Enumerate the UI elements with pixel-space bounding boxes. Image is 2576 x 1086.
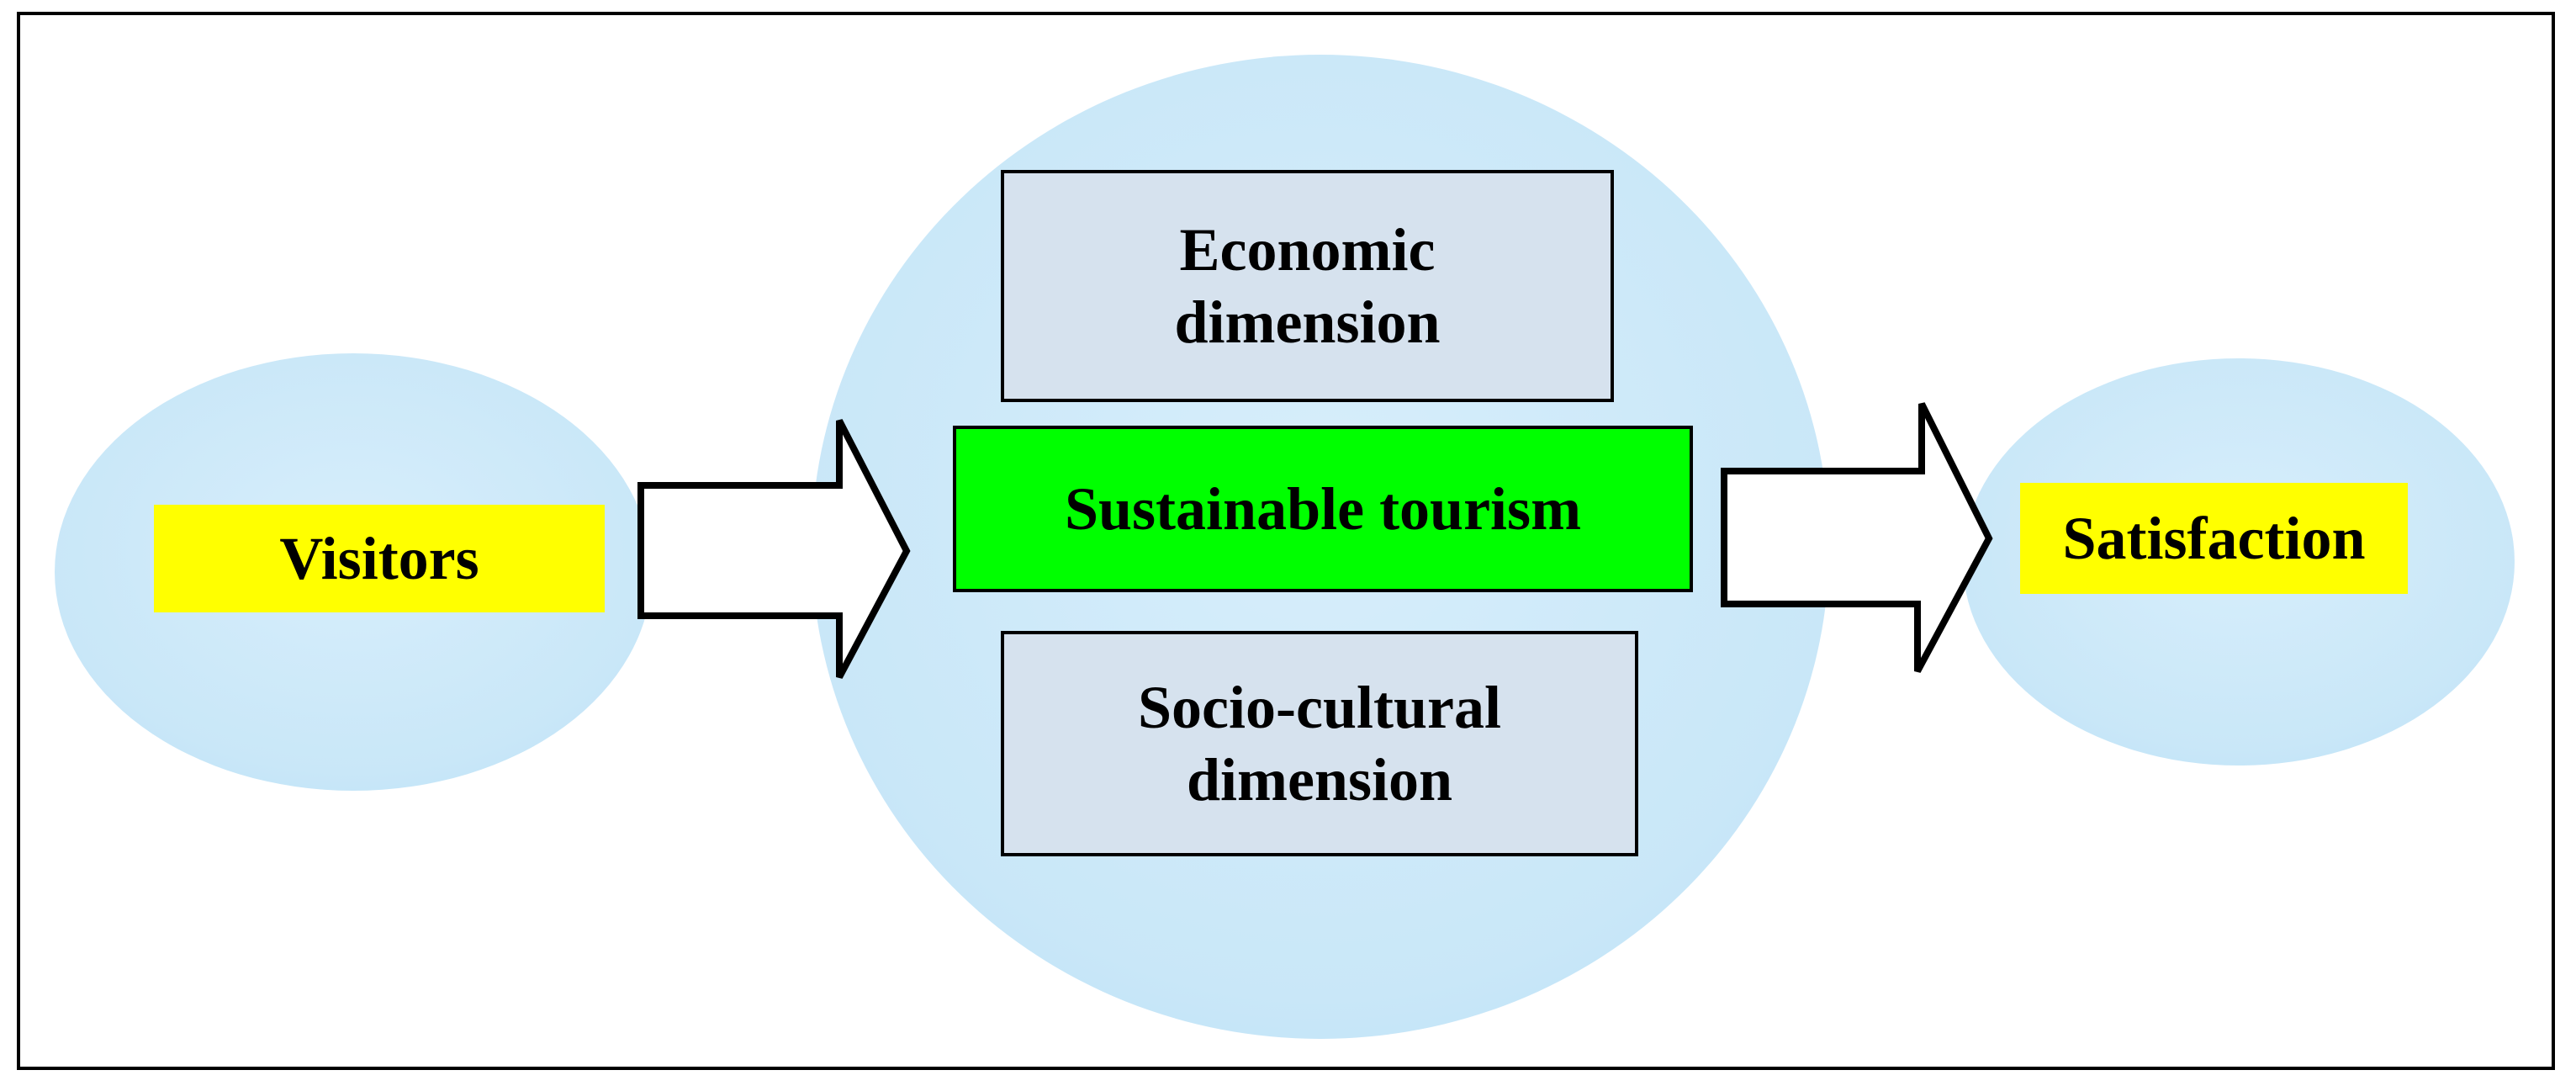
diagram-border: [17, 12, 2555, 1070]
arrow-visitors-to-tourism: [637, 419, 911, 679]
sustainable-tourism-box: Sustainable tourism: [953, 426, 1693, 592]
visitors-label: Visitors: [154, 505, 605, 612]
satisfaction-label: Satisfaction: [2020, 483, 2408, 594]
sociocultural-dimension-box: Socio-cultural dimension: [1001, 631, 1638, 856]
arrow-tourism-to-satisfaction: [1721, 402, 1993, 673]
economic-dimension-box: Economic dimension: [1001, 170, 1614, 402]
